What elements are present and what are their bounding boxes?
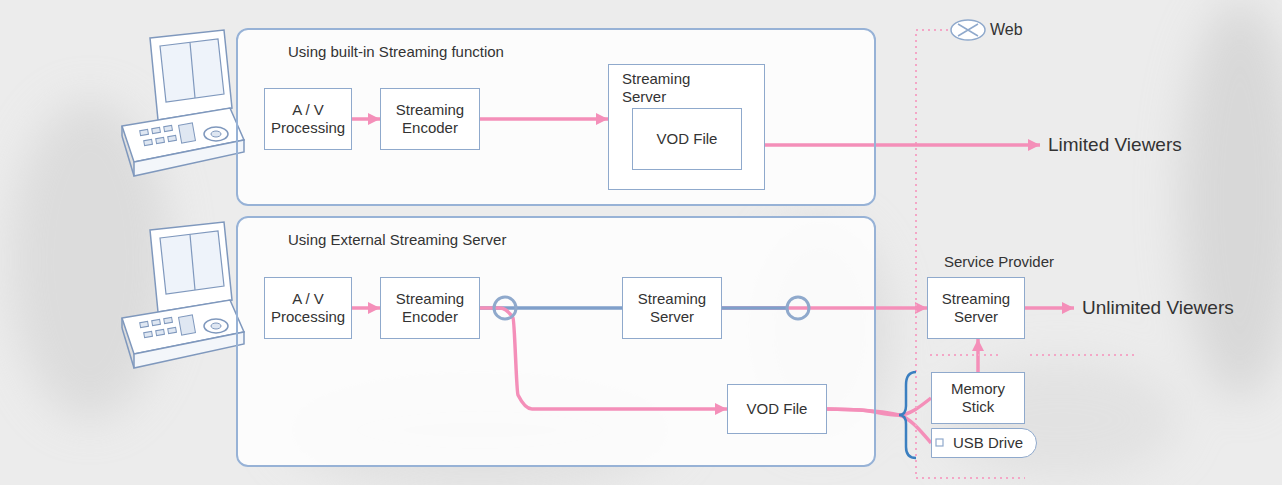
media-box: Memory Stick (931, 372, 1025, 424)
viewer-label: Limited Viewers (1048, 134, 1182, 157)
switcher-icon (122, 30, 244, 176)
process-box: A / V Processing (264, 88, 352, 150)
media-bracket (899, 372, 916, 458)
flow-arrow (480, 117, 608, 121)
web-dotted-line (930, 354, 1135, 356)
mode-panel: Using External Streaming Server A / V Pro… (236, 216, 876, 467)
mode-panel: Using built-in Streaming function A / V P… (236, 28, 876, 206)
flow-arrow (722, 306, 927, 310)
web-icon (951, 20, 985, 40)
box-label: Streaming Encoder (387, 101, 473, 137)
viewer-arrow (1025, 306, 1074, 310)
viewer-label: Unlimited Viewers (1082, 297, 1234, 320)
panel-ground (236, 28, 876, 206)
provider-server-box: Service ProviderStreaming Server (927, 277, 1025, 339)
usb-plug-symbol (936, 439, 943, 446)
faded-photo (10, 0, 1282, 485)
web-label: Web (990, 20, 1023, 39)
switcher-icon (122, 222, 244, 368)
provider-heading: Service Provider (944, 253, 1040, 271)
junction-circle (787, 297, 809, 319)
box-label: Memory Stick (942, 380, 1014, 416)
process-box: Streaming Encoder (380, 277, 480, 339)
box-label: VOD File (747, 400, 808, 418)
file-box: VOD File (632, 108, 742, 170)
box-label: A / V Processing (271, 101, 345, 137)
box-label: Streaming Server (934, 290, 1018, 326)
file-box: VOD File (727, 384, 827, 434)
viewer-arrow (765, 143, 1040, 147)
junction-circle (494, 297, 516, 319)
process-box: Streaming Encoder (380, 88, 480, 150)
server-box: Streaming ServerVOD File (608, 64, 765, 190)
server-link (722, 306, 787, 310)
server-box: Streaming Server (622, 277, 722, 339)
process-box: A / V Processing (264, 277, 352, 339)
panel-ground (236, 216, 876, 467)
box-heading: Streaming Server (622, 70, 712, 106)
usb-drive-shape: USB Drive (931, 428, 1037, 458)
box-label: A / V Processing (271, 290, 345, 326)
panel-heading: Using built-in Streaming function (288, 43, 504, 61)
box-label: Streaming Server (629, 290, 715, 326)
box-label: Streaming Encoder (387, 290, 473, 326)
box-label: USB Drive (953, 434, 1023, 452)
flow-arrow (352, 306, 380, 310)
flow-arrow (352, 117, 380, 121)
panel-heading: Using External Streaming Server (288, 231, 506, 249)
box-label: VOD File (657, 130, 718, 148)
